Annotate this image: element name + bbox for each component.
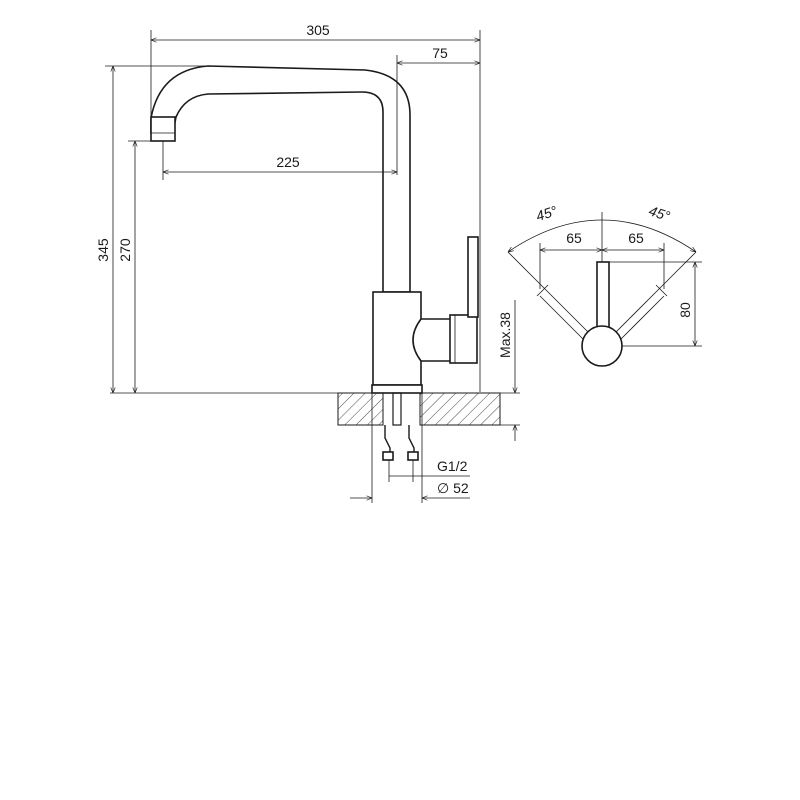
lever-center-position xyxy=(596,261,610,335)
dim-spout-reach: 225 xyxy=(276,154,300,170)
dim-handle-offset: 75 xyxy=(432,45,448,61)
faucet-body-top xyxy=(581,325,623,367)
handle-housing xyxy=(412,318,453,362)
aerator xyxy=(150,116,176,142)
rotation-view: 45° 45° 65 65 80 xyxy=(508,202,702,367)
supply-hoses xyxy=(382,425,419,461)
dim-total-height: 345 xyxy=(95,238,111,262)
dim-lever-height: 80 xyxy=(677,302,693,318)
dim-lever-right: 65 xyxy=(628,230,644,246)
mounting-stud xyxy=(392,392,402,426)
base-ring xyxy=(371,384,423,394)
dim-rotation-left: 45° xyxy=(534,202,559,224)
dim-overall-width: 305 xyxy=(306,22,330,38)
dim-thread: G1/2 xyxy=(437,458,468,474)
dim-spout-height: 270 xyxy=(117,238,133,262)
countertop-section xyxy=(337,392,520,426)
dim-max-countertop: Max.38 xyxy=(497,312,513,358)
handle-cap xyxy=(449,314,478,364)
dim-base-diameter: ∅ 52 xyxy=(437,480,469,496)
dim-rotation-right: 45° xyxy=(647,202,672,224)
side-view: 305 75 225 345 270 Max.38 G1/2 ∅ 52 xyxy=(95,22,520,503)
lever xyxy=(467,236,479,318)
dim-lever-left: 65 xyxy=(566,230,582,246)
spout xyxy=(150,65,411,293)
